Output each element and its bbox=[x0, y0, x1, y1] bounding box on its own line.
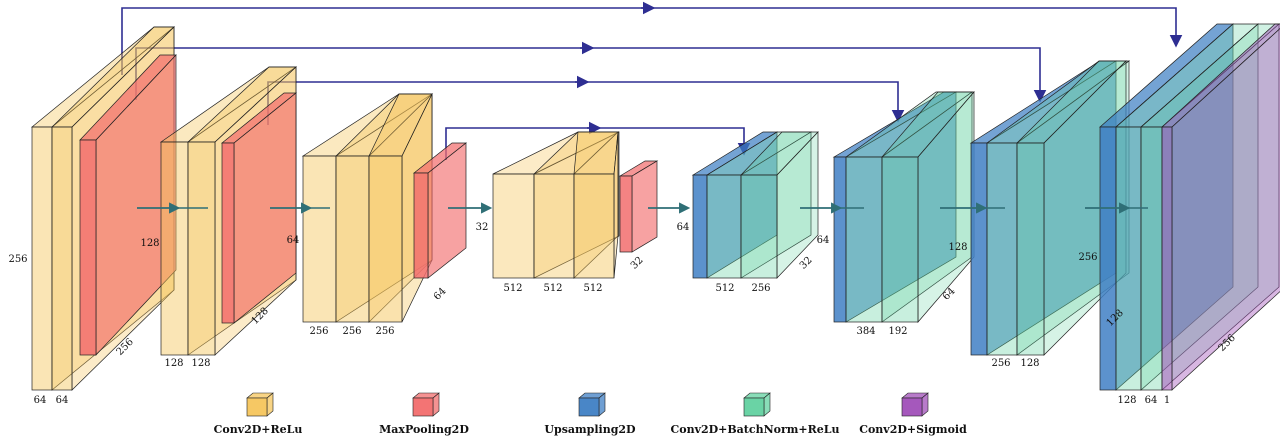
skip-connection-2 bbox=[135, 41, 1047, 103]
height-label: 256 bbox=[8, 254, 27, 265]
channel-label: 64 bbox=[34, 395, 47, 406]
channel-label: 256 bbox=[751, 283, 770, 294]
channel-label: 192 bbox=[888, 326, 907, 337]
height-label: 64 bbox=[287, 235, 300, 246]
conv-bn-layer bbox=[844, 91, 974, 323]
channel-label: 128 bbox=[191, 358, 210, 369]
channel-label: 128 bbox=[164, 358, 183, 369]
height-label: 128 bbox=[948, 242, 967, 253]
skip-connection-4 bbox=[445, 121, 751, 160]
depth-label: 32 bbox=[798, 255, 815, 272]
maxpool-layer bbox=[618, 160, 659, 253]
height-label: 128 bbox=[140, 238, 159, 249]
channel-label: 256 bbox=[309, 326, 328, 337]
maxpool-layer bbox=[79, 54, 177, 356]
legend-swatch bbox=[412, 392, 440, 417]
channel-label: 512 bbox=[715, 283, 734, 294]
legend-item-sig: Conv2D+Sigmoid bbox=[859, 392, 967, 436]
legend-item-conv: Conv2D+ReLu bbox=[214, 392, 303, 436]
channel-label: 512 bbox=[543, 283, 562, 294]
maxpool-layer bbox=[412, 142, 468, 279]
skip-connection-3 bbox=[267, 75, 905, 125]
legend-label: MaxPooling2D bbox=[379, 423, 469, 436]
channel-label: 1 bbox=[1164, 395, 1170, 406]
legend-swatch bbox=[901, 392, 929, 417]
legend: Conv2D+ReLu MaxPooling2D Upsampling2D Conv2… bbox=[214, 392, 967, 436]
channel-label: 384 bbox=[856, 326, 875, 337]
skip-connection-1 bbox=[121, 1, 1183, 75]
legend-swatch bbox=[246, 392, 274, 417]
channel-label: 128 bbox=[1117, 395, 1136, 406]
upsampling-layer bbox=[691, 131, 779, 279]
upsampling-layer bbox=[1099, 23, 1234, 391]
legend-label: Conv2D+BatchNorm+ReLu bbox=[670, 423, 839, 436]
channel-label: 256 bbox=[375, 326, 394, 337]
legend-label: Conv2D+ReLu bbox=[214, 423, 303, 436]
height-label: 64 bbox=[677, 222, 690, 233]
depth-label: 32 bbox=[629, 255, 646, 272]
conv-layer bbox=[573, 131, 619, 279]
height-label: 32 bbox=[476, 222, 489, 233]
channel-label: 64 bbox=[1145, 395, 1158, 406]
channel-label: 512 bbox=[583, 283, 602, 294]
height-label: 64 bbox=[817, 235, 830, 246]
depth-label: 64 bbox=[432, 286, 449, 303]
legend-label: Upsampling2D bbox=[544, 423, 636, 436]
channel-label: 128 bbox=[1020, 358, 1039, 369]
skip-connections bbox=[121, 1, 1183, 160]
legend-item-bn: Conv2D+BatchNorm+ReLu bbox=[670, 392, 840, 436]
legend-swatch bbox=[743, 392, 771, 417]
legend-label: Conv2D+Sigmoid bbox=[859, 423, 967, 436]
legend-item-pool: MaxPooling2D bbox=[379, 392, 469, 436]
channel-label: 64 bbox=[56, 395, 69, 406]
channel-label: 512 bbox=[503, 283, 522, 294]
maxpool-layer bbox=[221, 92, 297, 324]
legend-item-up: Upsampling2D bbox=[544, 392, 636, 436]
conv-bn-layer bbox=[740, 131, 819, 279]
channel-label: 256 bbox=[342, 326, 361, 337]
channel-label: 256 bbox=[991, 358, 1010, 369]
conv-layer bbox=[492, 131, 620, 279]
layer-blocks bbox=[31, 23, 1280, 391]
legend-swatch bbox=[578, 392, 606, 417]
conv-bn-layer bbox=[1140, 23, 1280, 391]
conv-bn-layer bbox=[881, 91, 975, 323]
sigmoid-layer bbox=[1161, 23, 1280, 391]
height-label: 256 bbox=[1078, 252, 1097, 263]
